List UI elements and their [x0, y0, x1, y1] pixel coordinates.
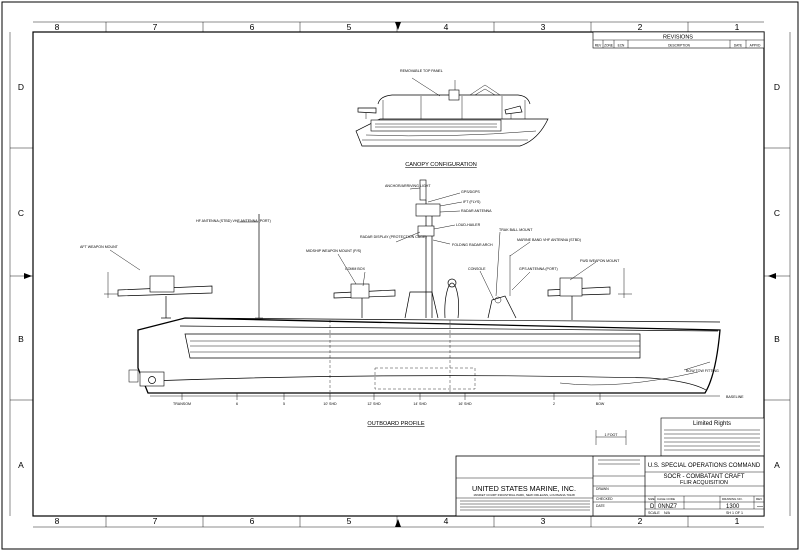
scale-key-label: 1 FOOT [605, 433, 619, 437]
zone-col-2: 2 [638, 22, 643, 32]
zone-col-6-bottom: 6 [250, 516, 255, 526]
label-console: CONSOLE [468, 267, 486, 271]
rev-header-appvd: APPVD [750, 44, 762, 48]
label-aft-weapon-mount: AFT WEAPON MOUNT [80, 245, 119, 249]
zone-col-5: 5 [347, 22, 352, 32]
label-midship-weapon-mount: MIDSHIP WEAPON MOUNT (P/S) [306, 249, 361, 253]
scale-label: SCALE [648, 511, 660, 515]
drawing-title-1: SOCR - COMBATANT CRAFT [664, 474, 745, 480]
rev-header-ecn: ECN [618, 44, 625, 48]
drawing-title-2: FLIR ACQUISITION [680, 480, 728, 486]
title-block-frame [455, 417, 765, 517]
label-ift: IFT (FLYS) [463, 200, 480, 204]
station-6: 6 [236, 402, 238, 406]
label-radar-display: RADAR DISPLAY (PROTECTION CAGE) [360, 235, 427, 239]
zone-col-8-bottom: 8 [55, 516, 60, 526]
zone-col-1: 1 [735, 22, 740, 32]
zone-col-8: 8 [55, 22, 60, 32]
station-5: 5 [283, 402, 285, 406]
zone-row-b: B [18, 334, 24, 344]
drawing-no-value: 1300 [726, 504, 740, 510]
label-fwd-weapon-mount: FWD WEAPON MOUNT [580, 259, 620, 263]
scale-key [595, 430, 627, 445]
size-value: D [650, 504, 655, 510]
rev-header-zone: ZONE [604, 44, 613, 48]
rev-value: — [757, 504, 763, 510]
drawing-no-label: DRAWING NO. [722, 497, 743, 501]
size-label: SIZE [648, 497, 655, 501]
zone-col-4-bottom: 4 [444, 516, 449, 526]
rev-header-description: DESCRIPTION [668, 44, 690, 48]
label-loud-hailer: LOUD-HAILER [456, 223, 481, 227]
company-name: UNITED STATES MARINE, INC. [472, 484, 576, 493]
canopy-configuration-caption: CANOPY CONFIGURATION [405, 162, 477, 168]
zone-row-c-right: C [774, 208, 780, 218]
station-16-shd: 16' SHD [458, 402, 472, 406]
scale-value: N/A [664, 511, 671, 515]
label-folding-radar-arch: FOLDING RADAR ARCH [452, 243, 493, 247]
station-14-shd: 14' SHD [413, 402, 427, 406]
zone-col-4: 4 [444, 22, 449, 32]
label-gps-antenna: GPS ANTENNA (PORT) [519, 267, 558, 271]
label-bow-tow-fitting: BOW TOW FITTING [686, 369, 719, 373]
label-marine-band: MARINE BAND VHF ANTENNA (STBD) [517, 238, 581, 242]
label-trak-ball: TRAK BALL MOUNT [499, 228, 533, 232]
zone-col-3: 3 [541, 22, 546, 32]
rev-header-rev: REV [595, 44, 602, 48]
outboard-profile-caption: OUTBOARD PROFILE [367, 421, 424, 427]
station-10-shd: 10' SHD [323, 402, 337, 406]
sheet-number: SH 1 OF 1 [726, 511, 743, 515]
zone-row-a: A [18, 460, 24, 470]
label-anchor-light: ANCHOR/ARRIVING LIGHT [385, 184, 431, 188]
zone-row-d-right: D [774, 82, 780, 92]
rev-header-date: DATE [734, 44, 742, 48]
zone-row-d: D [18, 82, 24, 92]
cage-value: 0NNZ7 [658, 504, 678, 510]
company-address: 16NIKET COURT INDUSTRIAL PARK, NEW ORLEA… [473, 493, 575, 497]
revisions-block [592, 31, 765, 49]
label-removable-top-panel: REMOVABLE TOP PANEL [400, 69, 443, 73]
station-transom: TRANSOM [173, 402, 191, 406]
label-radar-antenna: RADAR ANTENNA [461, 209, 492, 213]
zone-row-c: C [18, 208, 24, 218]
zone-col-2-bottom: 2 [638, 516, 643, 526]
label-hf-antenna: HF ANTENNA (STBD) VHF ANTENNA (PORT) [196, 219, 271, 223]
station-2: 2 [553, 402, 555, 406]
zone-row-a-right: A [774, 460, 780, 470]
zone-col-6: 6 [250, 22, 255, 32]
limited-rights-title: Limited Rights [693, 421, 731, 427]
label-baseline: BASELINE [726, 395, 744, 399]
sign-row-date: DATE [596, 504, 606, 508]
sign-row-checked: CHECKED [596, 497, 613, 501]
inner-border [32, 31, 765, 517]
label-comm-box: COMM BOX [345, 267, 366, 271]
outboard-profile-view [104, 179, 721, 400]
cage-label: CAGE CODE [657, 497, 675, 501]
zone-col-1-bottom: 1 [735, 516, 740, 526]
zone-col-3-bottom: 3 [541, 516, 546, 526]
command-name: U.S. SPECIAL OPERATIONS COMMAND [648, 463, 761, 469]
zone-col-7-bottom: 7 [153, 516, 158, 526]
station-12-shd: 12' SHD [367, 402, 381, 406]
centering-arrows [24, 22, 776, 527]
station-bow: BOW [596, 402, 605, 406]
canopy-view [355, 77, 549, 147]
zone-col-5-bottom: 5 [347, 516, 352, 526]
revisions-title: REVISIONS [663, 35, 693, 41]
zone-col-7: 7 [153, 22, 158, 32]
label-gps: GPS/DGPS [461, 190, 480, 194]
sign-row-drawn: DRAWN [596, 487, 609, 491]
zone-row-b-right: B [774, 334, 780, 344]
rev-label: REV [756, 497, 762, 501]
